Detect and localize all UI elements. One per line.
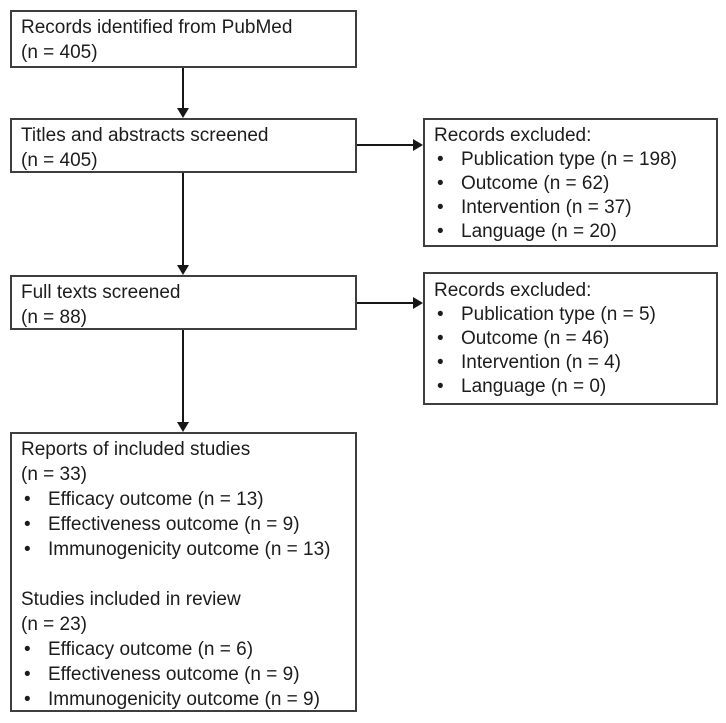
arrowhead-down-icon bbox=[177, 422, 189, 432]
excluded-fulltext-reasons-list: Publication type (n = 5) Outcome (n = 46… bbox=[434, 303, 708, 399]
arrowhead-right-icon bbox=[413, 297, 423, 309]
box-included-studies: Reports of included studies (n = 33) Eff… bbox=[10, 432, 357, 712]
studies-included-count: (n = 23) bbox=[21, 614, 88, 635]
studies-included-title: Studies included in review bbox=[21, 589, 241, 610]
outcome-item: Immunogenicity outcome (n = 9) bbox=[21, 687, 347, 712]
box-full-texts-screened: Full texts screened (n = 88) bbox=[10, 275, 357, 330]
fulltext-count: (n = 88) bbox=[21, 307, 88, 328]
box-records-excluded-screening: Records excluded: Publication type (n = … bbox=[423, 118, 718, 247]
box-records-identified: Records identified from PubMed (n = 405) bbox=[10, 10, 357, 68]
arrowhead-down-icon bbox=[177, 265, 189, 275]
records-identified-count: (n = 405) bbox=[21, 42, 98, 63]
arrow-down-screened-to-fulltext bbox=[182, 173, 184, 266]
exclusion-reason: Publication type (n = 5) bbox=[434, 303, 708, 327]
exclusion-reason: Language (n = 20) bbox=[434, 220, 708, 244]
box-titles-abstracts-screened: Titles and abstracts screened (n = 405) bbox=[10, 118, 357, 173]
records-identified-title: Records identified from PubMed bbox=[21, 17, 293, 38]
outcome-item: Efficacy outcome (n = 6) bbox=[21, 637, 347, 662]
reports-included-count: (n = 33) bbox=[21, 464, 88, 485]
outcome-item: Effectiveness outcome (n = 9) bbox=[21, 512, 347, 537]
excluded-screening-reasons-list: Publication type (n = 198) Outcome (n = … bbox=[434, 148, 708, 244]
exclusion-reason: Intervention (n = 37) bbox=[434, 196, 708, 220]
arrowhead-right-icon bbox=[413, 139, 423, 151]
excluded-fulltext-heading: Records excluded: bbox=[434, 280, 592, 301]
exclusion-reason: Publication type (n = 198) bbox=[434, 148, 708, 172]
outcome-item: Immunogenicity outcome (n = 13) bbox=[21, 537, 347, 562]
arrow-right-screened-to-excluded bbox=[357, 144, 414, 146]
reports-included-title: Reports of included studies bbox=[21, 439, 251, 460]
arrowhead-down-icon bbox=[177, 108, 189, 118]
arrow-down-fulltext-to-included bbox=[182, 330, 184, 423]
studies-included-section: Studies included in review (n = 23) Effi… bbox=[21, 587, 347, 712]
exclusion-reason: Outcome (n = 46) bbox=[434, 327, 708, 351]
studies-outcomes-list: Efficacy outcome (n = 6) Effectiveness o… bbox=[21, 637, 347, 712]
arrow-down-identified-to-screened bbox=[182, 68, 184, 109]
box-records-excluded-fulltext: Records excluded: Publication type (n = … bbox=[423, 272, 718, 405]
exclusion-reason: Intervention (n = 4) bbox=[434, 351, 708, 375]
reports-outcomes-list: Efficacy outcome (n = 13) Effectiveness … bbox=[21, 487, 347, 562]
reports-included-section: Reports of included studies (n = 33) Eff… bbox=[21, 437, 347, 562]
excluded-screening-heading: Records excluded: bbox=[434, 125, 592, 146]
exclusion-reason: Outcome (n = 62) bbox=[434, 172, 708, 196]
arrow-right-fulltext-to-excluded bbox=[357, 302, 414, 304]
outcome-item: Effectiveness outcome (n = 9) bbox=[21, 662, 347, 687]
exclusion-reason: Language (n = 0) bbox=[434, 375, 708, 399]
screened-title: Titles and abstracts screened bbox=[21, 125, 269, 146]
screened-count: (n = 405) bbox=[21, 150, 98, 171]
outcome-item: Efficacy outcome (n = 13) bbox=[21, 487, 347, 512]
fulltext-title: Full texts screened bbox=[21, 282, 181, 303]
